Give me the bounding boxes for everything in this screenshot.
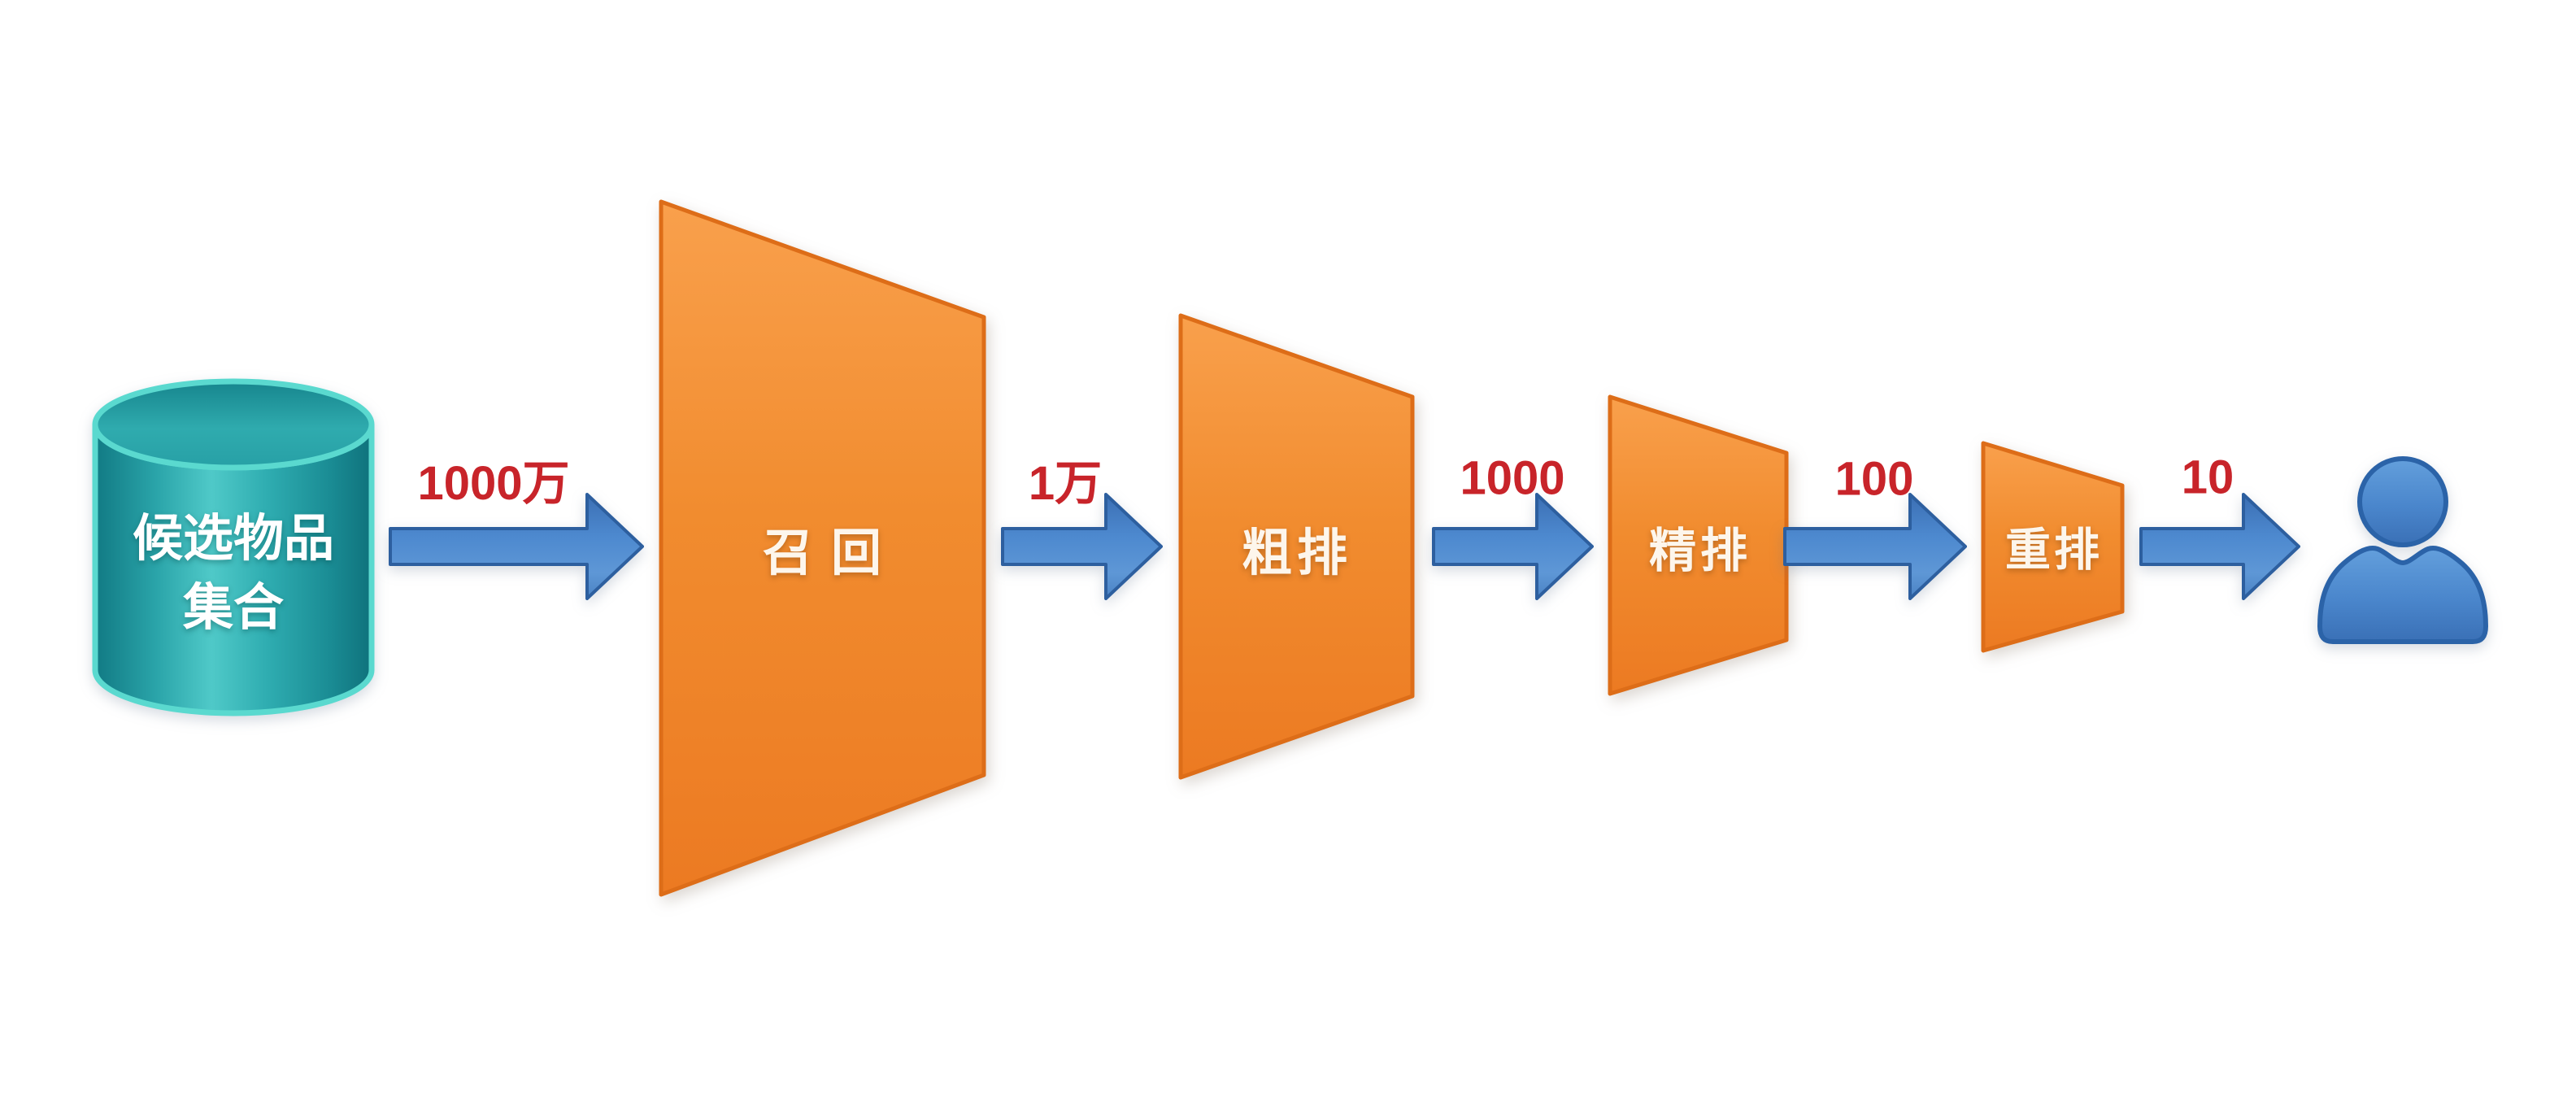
database-label-line1: 候选物品	[132, 511, 335, 567]
flow-arrow-1	[389, 493, 644, 600]
stage-label-fine-ranking: 精排	[1648, 525, 1752, 577]
database-label-line2: 集合	[182, 580, 285, 636]
user-icon	[2317, 456, 2488, 644]
stage-trapezoid-re-ranking	[1981, 441, 2125, 653]
count-label-1: 1000万	[417, 457, 570, 510]
stage-label-recall: 召回	[762, 525, 900, 581]
stage-label-re-ranking: 重排	[2005, 524, 2103, 576]
count-label-2: 1万	[1028, 457, 1103, 510]
count-label-3: 1000	[1460, 451, 1565, 505]
flow-arrow-5	[2139, 493, 2300, 600]
flow-arrow-2	[1001, 493, 1163, 600]
flow-arrow-4	[1783, 493, 1967, 600]
count-label-5: 10	[2181, 451, 2234, 504]
database-label: 候选物品 集合	[133, 504, 334, 642]
flow-arrow-3	[1432, 493, 1594, 600]
stage-trapezoid-fine-ranking	[1608, 394, 1789, 696]
count-label-4: 100	[1834, 452, 1914, 506]
stage-trapezoid-coarse-ranking	[1178, 313, 1415, 780]
stage-label-coarse-ranking: 粗排	[1241, 525, 1353, 581]
stage-trapezoid-recall	[659, 199, 986, 897]
database-cylinder-icon	[92, 378, 375, 716]
